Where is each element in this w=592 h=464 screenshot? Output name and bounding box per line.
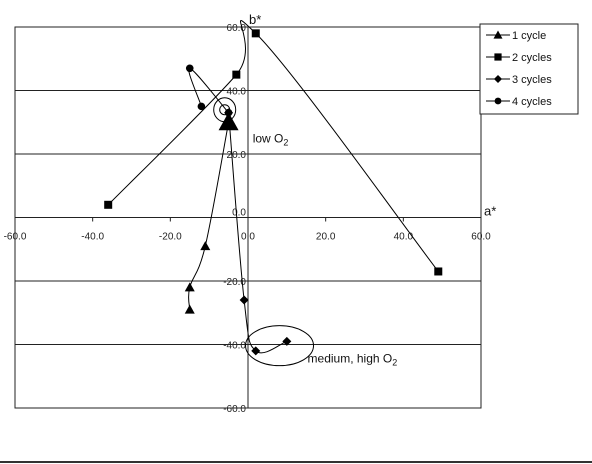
x-tick-label: -20.0 <box>159 232 182 243</box>
annotation-circle <box>213 97 237 123</box>
legend-marker <box>493 74 503 84</box>
y-tick-label: 60.0 <box>227 23 247 34</box>
x-tick-label: -40.0 <box>81 232 104 243</box>
legend-label: 2 cycles <box>512 52 552 64</box>
y-tick-label: -60.0 <box>223 404 246 415</box>
data-point <box>251 346 261 356</box>
x-tick-label: 20.0 <box>316 232 336 243</box>
annotation-label: low O2 <box>253 132 289 148</box>
series-line-3 <box>228 112 288 354</box>
x-axis-title: a* <box>484 204 496 219</box>
legend-marker <box>493 30 503 39</box>
annotation-ellipse <box>245 325 315 367</box>
y-tick-label: 0.0 <box>232 208 246 219</box>
legend-marker <box>494 97 502 105</box>
series <box>104 20 443 356</box>
data-point <box>197 102 206 111</box>
legend: 1 cycle 2 cycles 3 cycles 4 cycles <box>479 23 579 115</box>
annotation-circle-inner <box>219 104 231 116</box>
x-tick-label: 40.0 <box>394 232 414 243</box>
legend-label: 3 cycles <box>512 74 552 86</box>
legend-label: 1 cycle <box>512 30 546 42</box>
y-axis-title: b* <box>249 12 261 27</box>
legend-label: 4 cycles <box>512 96 552 108</box>
y-tick-label: -40.0 <box>223 341 246 352</box>
data-point <box>185 64 194 73</box>
y-tick-label: -20.0 <box>223 277 246 288</box>
x-tick-label: 0.0 <box>241 232 255 243</box>
bottom-rule <box>0 461 592 463</box>
y-tick-label: 40.0 <box>227 87 247 98</box>
data-point <box>104 200 113 209</box>
x-tick-label: -60.0 <box>4 232 27 243</box>
data-point <box>282 336 292 346</box>
legend-marker <box>494 53 502 61</box>
series-line-2 <box>107 20 439 272</box>
annotation-label: medium, high O2 <box>308 352 398 368</box>
annotations: low O2 medium, high O2 <box>213 97 398 368</box>
data-point <box>239 295 249 305</box>
data-point <box>434 267 443 276</box>
data-point <box>184 304 195 314</box>
y-tick-label: 20.0 <box>227 150 247 161</box>
data-point <box>232 70 241 79</box>
data-point <box>184 282 195 292</box>
data-point <box>251 29 260 38</box>
data-point <box>200 241 211 251</box>
series-line-1 <box>188 122 230 310</box>
tick-labels: -60.0 -40.0 -20.0 0.0 20.0 40.0 60.0 60.0 40.0 20… <box>4 23 492 415</box>
x-tick-label: 60.0 <box>471 232 491 243</box>
